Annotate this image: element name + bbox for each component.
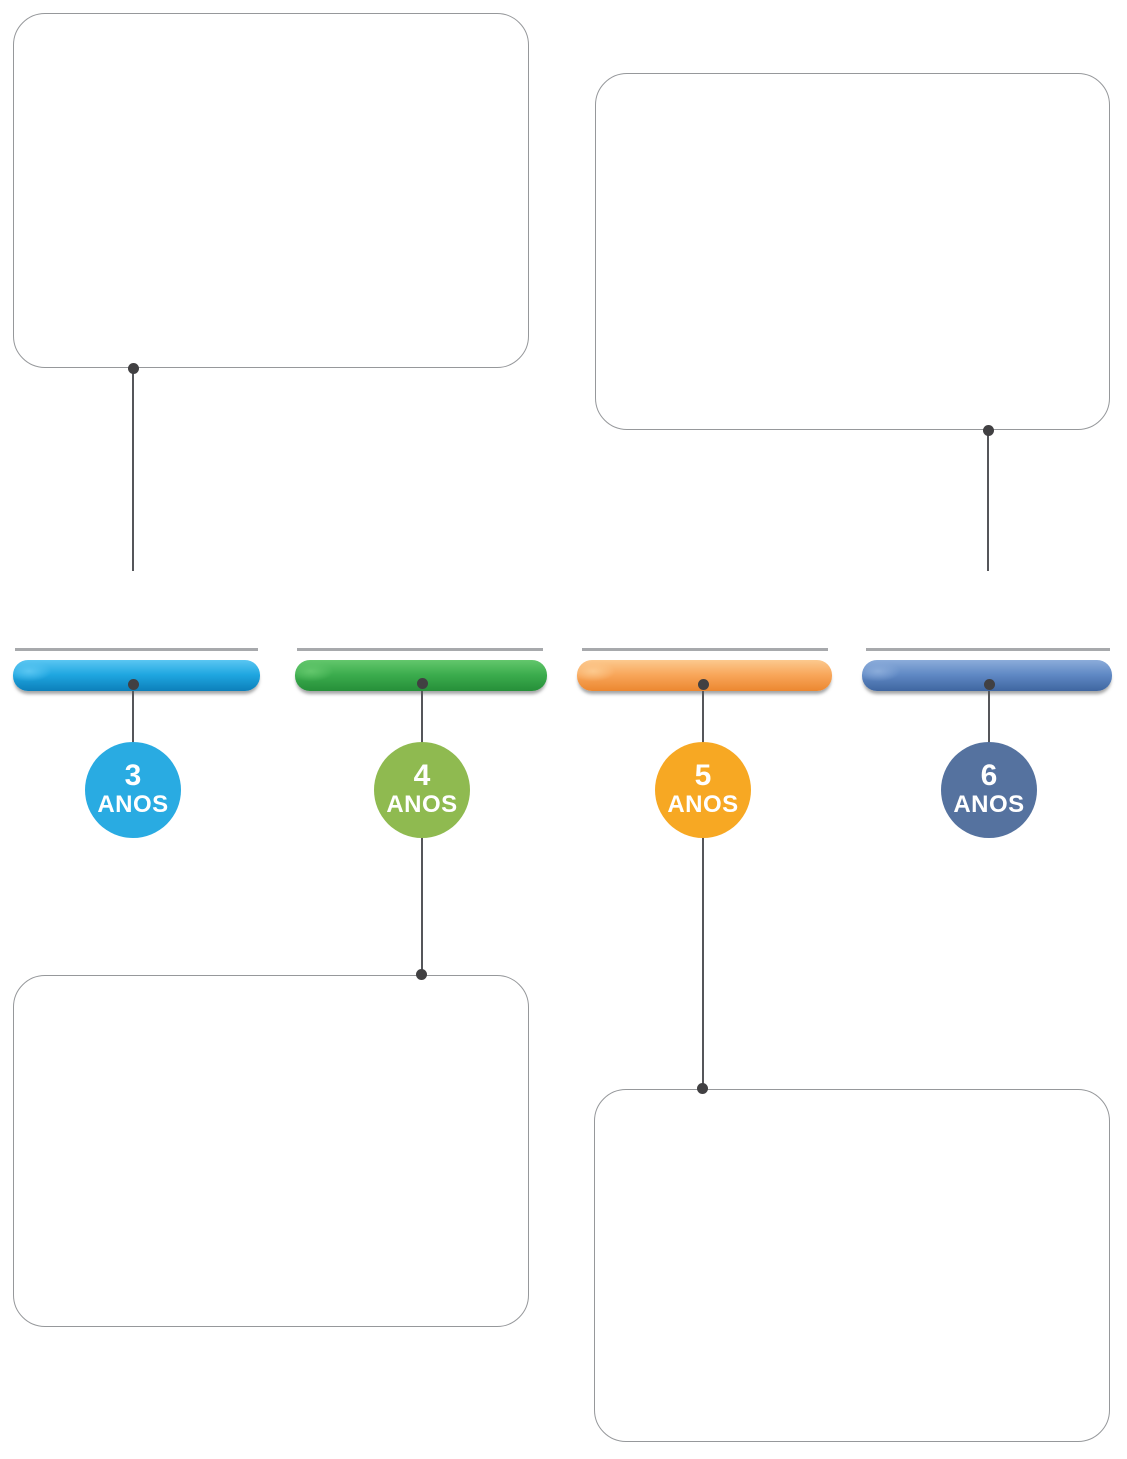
year-badge-4-anos: 4 ANOS — [374, 742, 470, 838]
connector-dot — [984, 679, 995, 690]
year-unit: ANOS — [667, 791, 739, 819]
guide-line-3-anos — [15, 648, 258, 651]
connector-dot — [698, 679, 709, 690]
connector-card-top-left — [132, 368, 134, 571]
year-badge-6-anos: 6 ANOS — [941, 742, 1037, 838]
guide-line-6-anos — [866, 648, 1110, 651]
year-number: 3 — [124, 759, 142, 793]
card-bottom-left — [13, 975, 529, 1327]
connector-dot — [697, 1083, 708, 1094]
connector-3-anos — [132, 684, 134, 748]
year-number: 6 — [980, 759, 998, 793]
guide-line-5-anos — [582, 648, 828, 651]
guide-line-4-anos — [297, 648, 543, 651]
connector-dot — [128, 363, 139, 374]
connector-dot — [417, 678, 428, 689]
year-number: 5 — [694, 759, 712, 793]
year-unit: ANOS — [97, 791, 169, 819]
year-badge-3-anos: 3 ANOS — [85, 742, 181, 838]
year-number: 4 — [413, 759, 431, 793]
connector-card-top-right — [987, 430, 989, 571]
year-badge-5-anos: 5 ANOS — [655, 742, 751, 838]
connector-dot — [416, 969, 427, 980]
connector-dot — [983, 425, 994, 436]
card-top-right — [595, 73, 1110, 430]
year-unit: ANOS — [386, 791, 458, 819]
connector-5-anos — [702, 684, 704, 1090]
connector-6-anos — [988, 684, 990, 748]
card-top-left — [13, 13, 529, 368]
card-bottom-right — [594, 1089, 1110, 1442]
year-unit: ANOS — [953, 791, 1025, 819]
connector-dot — [128, 679, 139, 690]
